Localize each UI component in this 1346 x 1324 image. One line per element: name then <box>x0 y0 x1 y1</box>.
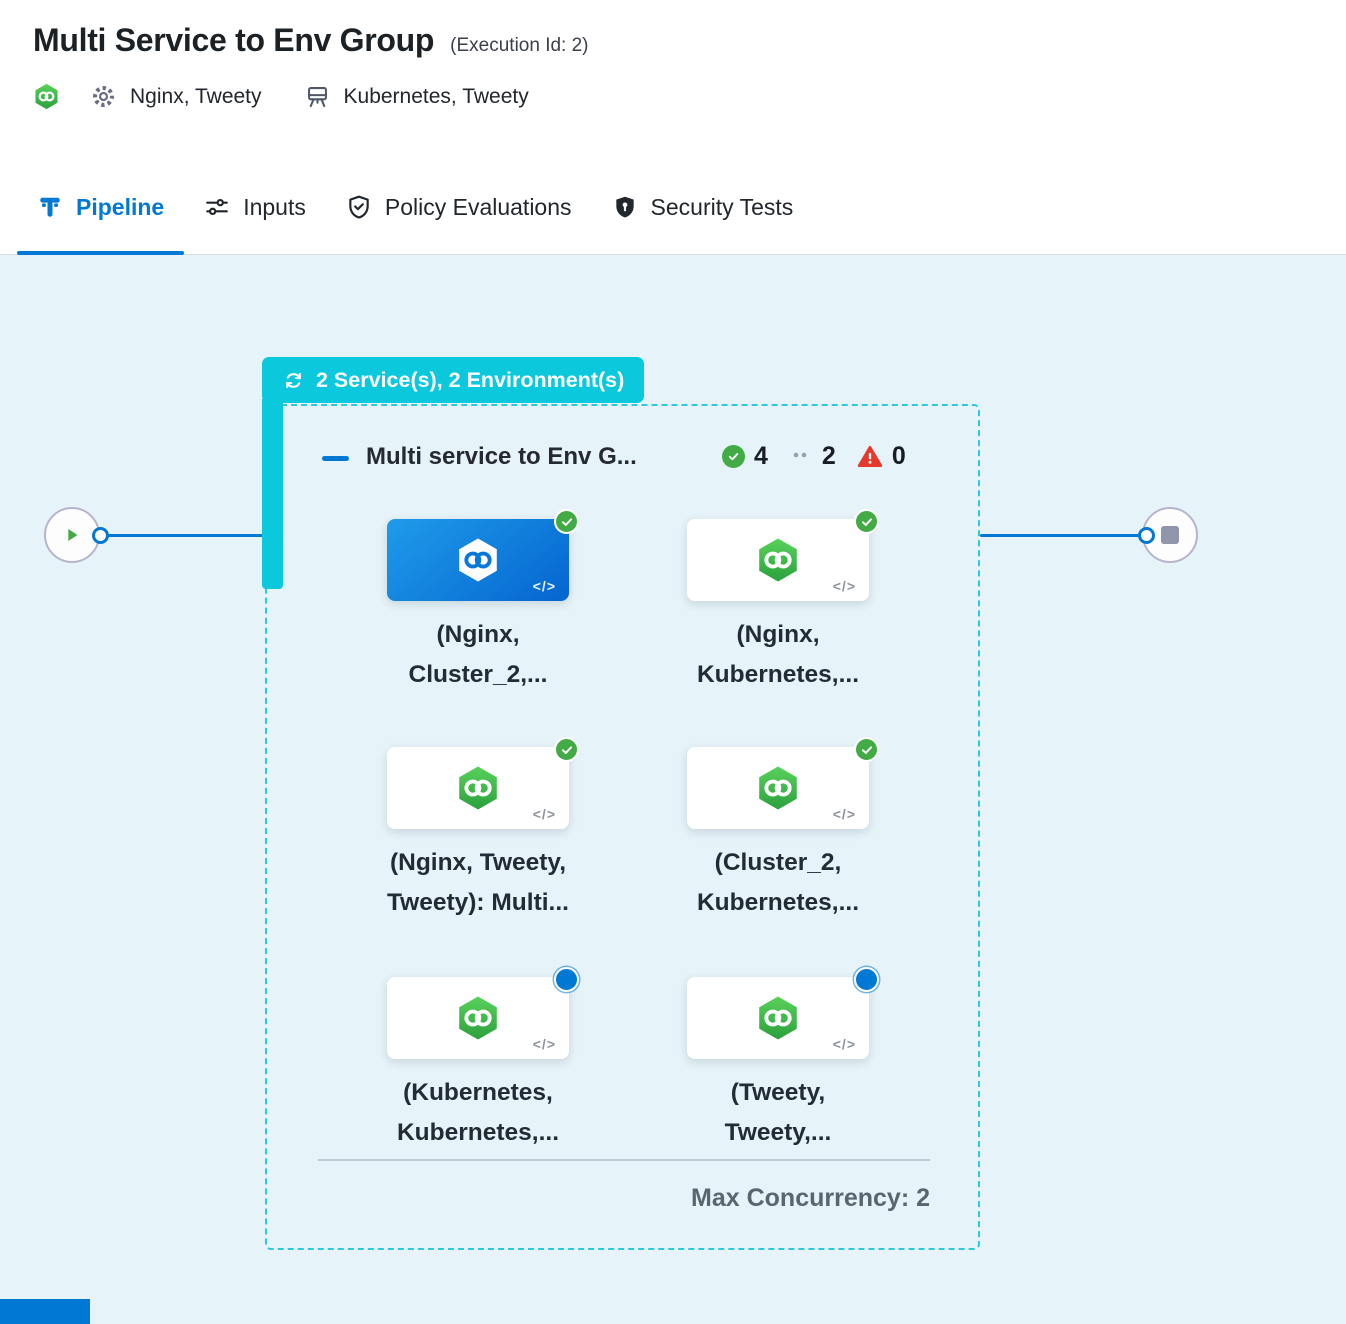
stage-label-line: (Nginx, Tweety, <box>389 849 567 876</box>
success-count: 4 <box>722 442 768 471</box>
code-icon: </> <box>832 1036 856 1052</box>
stage-card-nginx-tweety[interactable]: </> <box>387 737 579 829</box>
environments-text: Kubernetes, Tweety <box>343 84 529 108</box>
stage-label-line: Tweety,... <box>724 1119 832 1146</box>
code-icon: </> <box>832 806 856 822</box>
matrix-group-box <box>265 404 980 1250</box>
stage-label-line: (Cluster_2, <box>714 849 842 876</box>
harness-pipeline-icon <box>33 83 60 110</box>
page-header: Multi Service to Env Group (Execution Id… <box>0 0 1346 160</box>
stage-label: (Nginx, Cluster_2,... <box>318 615 638 695</box>
harness-stage-icon <box>459 538 497 582</box>
status-success-icon <box>854 509 879 534</box>
failed-count-icon <box>857 444 883 470</box>
stage-label-line: Tweety): Multi... <box>387 889 569 916</box>
harness-stage-icon <box>759 538 797 582</box>
page-title: Multi Service to Env Group <box>33 22 435 58</box>
status-success-icon <box>554 737 579 762</box>
stage-card-tweety-tweety[interactable]: </> <box>687 967 879 1059</box>
stage-label-line: Kubernetes,... <box>696 889 859 916</box>
inputs-icon <box>204 194 230 220</box>
harness-stage-icon <box>759 766 797 810</box>
tab-bar: Pipeline Inputs Policy Evaluations <box>0 160 1346 255</box>
environments-icon <box>304 83 331 110</box>
matrix-badge-label: 2 Service(s), 2 Environment(s) <box>316 367 625 392</box>
status-queued-icon <box>554 967 579 992</box>
loop-icon <box>282 369 305 392</box>
shield-lock-icon <box>612 194 638 220</box>
stage-card-nginx-kubernetes[interactable]: </> <box>687 509 879 601</box>
failed-count: 0 <box>857 442 906 471</box>
group-title: Multi service to Env G... <box>366 443 637 470</box>
stage-label: (Nginx, Tweety, Tweety): Multi... <box>318 843 638 923</box>
stage-label-line: (Nginx, <box>436 621 520 648</box>
start-node[interactable] <box>44 507 100 563</box>
port-right <box>1138 527 1155 544</box>
success-count-icon <box>722 445 745 468</box>
group-footer-divider <box>318 1159 930 1161</box>
code-icon: </> <box>532 806 556 822</box>
matrix-badge[interactable]: 2 Service(s), 2 Environment(s) <box>262 357 645 403</box>
tab-policy-evaluations[interactable]: Policy Evaluations <box>326 160 592 254</box>
stage-label: (Nginx, Kubernetes,... <box>618 615 938 695</box>
code-icon: </> <box>532 1036 556 1052</box>
stage-label-line: Kubernetes,... <box>696 661 859 688</box>
matrix-strip <box>262 399 283 589</box>
stage-label: (Tweety, Tweety,... <box>618 1073 938 1153</box>
stage-card-kubernetes-kubernetes[interactable]: </> <box>387 967 579 1059</box>
tab-label: Security Tests <box>650 193 794 220</box>
stage-label-line: (Nginx, <box>736 621 820 648</box>
code-icon: </> <box>532 578 556 594</box>
code-icon: </> <box>832 578 856 594</box>
services-text: Nginx, Tweety <box>130 84 262 108</box>
collapse-button[interactable] <box>322 456 349 461</box>
stop-icon <box>1161 526 1179 544</box>
status-success-icon <box>554 509 579 534</box>
running-count: 2 <box>789 442 836 471</box>
status-success-icon <box>854 737 879 762</box>
play-icon <box>68 529 78 541</box>
stage-card-nginx-cluster2[interactable]: </> <box>387 509 579 601</box>
connector-right <box>980 534 1147 537</box>
execution-id: (Execution Id: 2) <box>450 35 589 56</box>
meta-row: Nginx, Tweety Kubernetes, Tweety <box>33 83 1346 110</box>
failed-count-value: 0 <box>891 442 906 470</box>
tab-pipeline[interactable]: Pipeline <box>17 160 185 255</box>
harness-stage-icon <box>759 996 797 1040</box>
success-count-value: 4 <box>754 442 768 470</box>
tab-label: Policy Evaluations <box>384 193 572 220</box>
pipeline-tab-icon <box>37 194 63 220</box>
bottom-left-blue-bar[interactable] <box>0 1299 90 1324</box>
tab-security-tests[interactable]: Security Tests <box>592 160 814 254</box>
status-queued-icon <box>854 967 879 992</box>
stage-label-line: Cluster_2,... <box>408 661 548 688</box>
running-count-icon <box>789 445 813 469</box>
stage-card-cluster2-kubernetes[interactable]: </> <box>687 737 879 829</box>
title-row: Multi Service to Env Group (Execution Id… <box>33 22 1346 59</box>
connector-left <box>100 534 280 537</box>
shield-check-icon <box>346 194 372 220</box>
port-left <box>92 527 109 544</box>
max-concurrency-label: Max Concurrency: 2 <box>691 1184 930 1212</box>
stage-label-line: (Tweety, <box>730 1079 826 1106</box>
harness-stage-icon <box>459 766 497 810</box>
stage-label-line: Kubernetes,... <box>396 1119 559 1146</box>
stage-label: (Kubernetes, Kubernetes,... <box>318 1073 638 1153</box>
group-stats: 4 2 0 <box>722 442 906 471</box>
tab-label: Inputs <box>243 193 306 220</box>
stage-label-line: (Kubernetes, <box>403 1079 553 1106</box>
tab-inputs[interactable]: Inputs <box>184 160 326 254</box>
running-count-value: 2 <box>821 442 836 470</box>
pipeline-canvas[interactable]: 2 Service(s), 2 Environment(s) Multi ser… <box>0 255 1346 1324</box>
tab-label: Pipeline <box>76 193 165 220</box>
services-gear-icon <box>90 83 117 110</box>
harness-stage-icon <box>459 996 497 1040</box>
stage-label: (Cluster_2, Kubernetes,... <box>618 843 938 923</box>
